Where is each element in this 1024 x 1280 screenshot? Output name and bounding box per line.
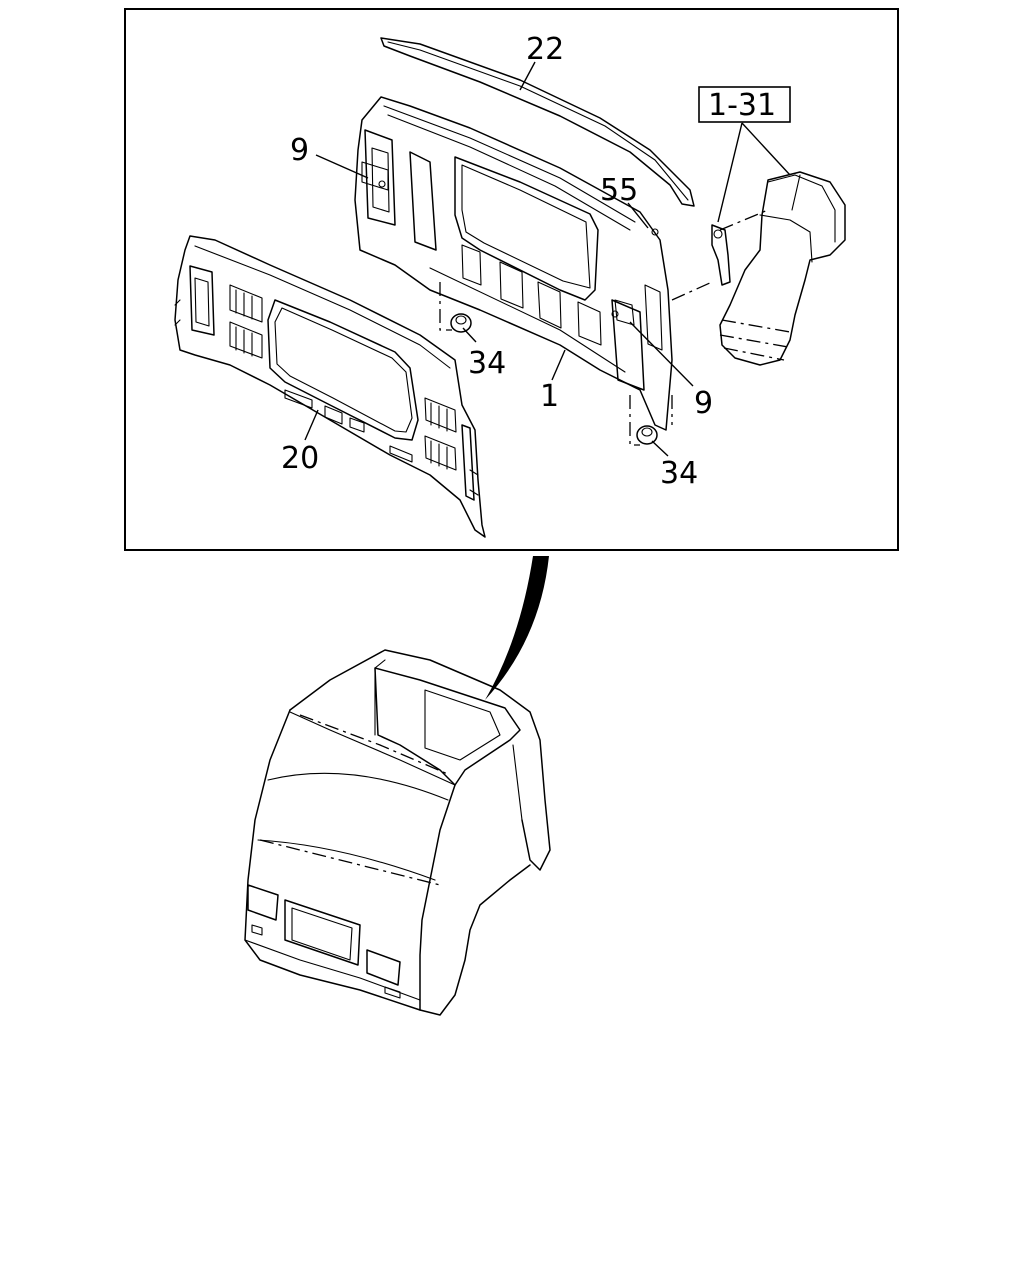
callout-34-lower: 34 — [660, 456, 698, 491]
clip-34-lower — [636, 425, 658, 445]
truck-cab-overview — [244, 649, 551, 1016]
part-22-seal-strip — [380, 37, 695, 207]
alignment-lines — [439, 209, 769, 446]
detail-pointer — [485, 556, 549, 700]
leader-lines — [304, 61, 791, 457]
bracket-9-right — [614, 299, 635, 326]
part-1-back-panel — [354, 96, 673, 431]
callout-22: 22 — [526, 32, 564, 67]
detail-frame — [124, 8, 899, 551]
callout-1-31: 1-31 — [708, 88, 776, 123]
callout-55: 55 — [600, 173, 638, 208]
callout-1: 1 — [540, 379, 559, 414]
callout-34-upper: 34 — [468, 346, 506, 381]
callout-box-1-31 — [698, 86, 791, 123]
clip-34-upper — [450, 313, 472, 333]
callout-20: 20 — [281, 441, 319, 476]
callout-9-upper: 9 — [290, 133, 309, 168]
callout-9-lower: 9 — [694, 386, 713, 421]
part-20-trim-panel — [174, 235, 486, 538]
part-1-31-air-duct — [711, 171, 846, 366]
